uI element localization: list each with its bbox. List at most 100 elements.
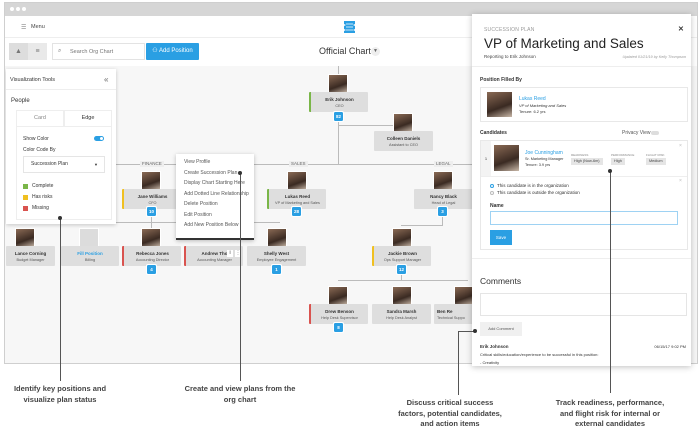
annotation-plan-status: Identify key positions and visualize pla… — [13, 384, 107, 404]
avatar[interactable] — [393, 113, 413, 133]
node-title: Accounting Manager — [197, 258, 232, 262]
window-dot[interactable] — [22, 7, 26, 11]
connector — [338, 280, 468, 281]
comments-title: Comments — [480, 276, 522, 286]
reports-count-badge[interactable]: 10 — [146, 206, 157, 217]
add-comment-button[interactable]: Add Comment — [480, 322, 522, 336]
save-button[interactable]: Save — [490, 230, 512, 245]
avatar[interactable] — [328, 286, 348, 306]
title-bar — [5, 3, 697, 16]
avatar[interactable] — [392, 228, 412, 248]
incumbent-name-link[interactable]: Lukas Reed — [519, 96, 546, 102]
avatar[interactable] — [433, 171, 453, 191]
comment-text: Critical skills/education/experience to … — [480, 352, 599, 357]
callout-line — [60, 218, 61, 381]
connector — [338, 125, 403, 126]
menu-item-create-succession-plan[interactable]: Create Succession Plan — [184, 169, 238, 176]
comment-date: 06/15/17 9:02 PM — [654, 344, 686, 349]
tab-edge[interactable]: Edge — [64, 110, 112, 127]
readiness-label: READINESS — [571, 153, 589, 157]
readiness-chip[interactable]: High (Now-6m) — [571, 158, 603, 165]
fill-position-link[interactable]: Fill Position — [77, 251, 103, 256]
node-name: Sandra Marsh — [386, 309, 417, 314]
reports-count-badge[interactable]: 12 — [396, 264, 407, 275]
candidates-label: Candidates — [480, 130, 507, 136]
window-dot[interactable] — [16, 7, 20, 11]
avatar — [493, 144, 520, 172]
close-icon[interactable]: ✕ — [678, 26, 684, 33]
info-icon[interactable]: i — [227, 250, 233, 257]
empty-avatar[interactable] — [79, 228, 99, 248]
annotation-track: Track readiness, performance, and flight… — [555, 398, 665, 428]
tab-card[interactable]: Card — [16, 110, 64, 127]
menu-button[interactable]: Menu — [31, 24, 45, 30]
close-form-icon[interactable]: × — [679, 178, 682, 184]
color-code-select[interactable]: Succession Plan▼ — [23, 156, 105, 173]
hamburger-icon[interactable]: ☰ — [21, 25, 27, 31]
section-label: People — [11, 98, 30, 104]
reports-count-badge[interactable]: 3 — [437, 206, 448, 217]
name-input[interactable] — [490, 211, 678, 225]
reports-count-badge[interactable]: 82 — [333, 111, 344, 122]
callout-line — [458, 331, 474, 332]
avatar[interactable] — [454, 286, 474, 306]
avatar — [486, 91, 513, 118]
radio-in-org[interactable] — [490, 184, 494, 188]
reports-count-badge[interactable]: 28 — [291, 206, 302, 217]
performance-label: PERFORMANCE — [611, 153, 635, 157]
avatar[interactable] — [141, 228, 161, 248]
menu-item-edit-position[interactable]: Edit Position — [184, 211, 212, 218]
node-title: VP of Marketing and Sales — [275, 201, 320, 205]
collapse-icon[interactable]: « — [104, 75, 109, 84]
flight-risk-chip[interactable]: Medium — [646, 158, 666, 165]
search-field[interactable]: ⌕ — [52, 43, 145, 60]
avatar[interactable] — [287, 171, 307, 191]
comment-textarea[interactable] — [480, 293, 687, 316]
reports-count-badge[interactable]: 4 — [146, 264, 157, 275]
reports-count-badge[interactable]: 1 — [271, 264, 282, 275]
divider — [472, 66, 691, 67]
show-color-toggle[interactable] — [94, 136, 104, 141]
node-title: Accounting Director — [135, 258, 170, 262]
menu-item-add-new-position[interactable]: Add New Position Below — [184, 222, 239, 228]
avatar[interactable] — [328, 74, 348, 94]
avatar[interactable] — [141, 171, 161, 191]
chevron-down-icon[interactable]: ▼ — [371, 47, 380, 56]
candidate-name-link[interactable]: Joe Cunningham — [525, 150, 563, 156]
more-options-icon[interactable]: ⋮ — [235, 250, 241, 257]
avatar[interactable] — [267, 228, 287, 248]
avatar[interactable] — [392, 286, 412, 306]
menu-item-display-chart[interactable]: Display Chart Starting Here — [184, 180, 245, 186]
add-position-button[interactable]: ⚇ Add Position — [146, 43, 199, 60]
list-view-button[interactable]: ≡ — [28, 43, 47, 60]
performance-chip[interactable]: High — [611, 158, 625, 165]
chart-name[interactable]: Official Chart — [319, 46, 371, 56]
reports-count-badge[interactable]: 8 — [333, 322, 344, 333]
menu-item-view-profile[interactable]: View Profile — [184, 159, 211, 165]
privacy-view-label: Privacy View — [622, 130, 651, 136]
search-input[interactable] — [70, 46, 140, 57]
color-code-label: Color Code By — [23, 147, 56, 153]
privacy-view-toggle[interactable] — [651, 131, 659, 135]
remove-candidate-icon[interactable]: × — [679, 143, 682, 149]
candidate-card: 1 Joe Cunningham Sr. Marketing Manager T… — [480, 140, 688, 250]
radio-outside-org[interactable] — [490, 191, 494, 195]
window-dot[interactable] — [10, 7, 14, 11]
avatar[interactable] — [15, 228, 35, 248]
menu-item-add-dotted-line[interactable]: Add Dotted Line Relationship — [184, 190, 249, 197]
menu-item-delete-position[interactable]: Delete Position — [184, 201, 218, 207]
chart-view-button[interactable]: ▲ — [9, 43, 28, 60]
